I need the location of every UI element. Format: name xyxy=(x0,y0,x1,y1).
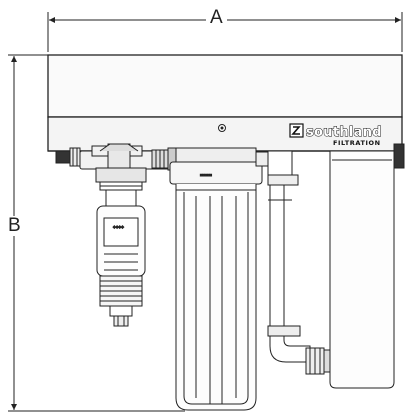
mounting-bracket xyxy=(47,54,403,152)
inlet-fitting xyxy=(55,147,81,167)
brand-subtitle: FILTRATION xyxy=(333,139,381,147)
dimension-b-label: B xyxy=(4,216,25,236)
svg-text:▪▪▪▪▪: ▪▪▪▪▪ xyxy=(200,173,212,177)
brand-name: southland xyxy=(306,125,382,140)
sediment-filter: ◆◆◆◆ xyxy=(95,167,147,327)
valve-head-left xyxy=(79,143,181,171)
filter-head-center: ▪▪▪▪▪ xyxy=(169,147,271,185)
filter-housing-right xyxy=(329,150,395,389)
bypass-pipe xyxy=(267,150,333,375)
svg-text:◆◆◆◆: ◆◆◆◆ xyxy=(113,225,124,229)
dimension-a-label: A xyxy=(206,8,227,28)
filter-housing-center xyxy=(175,184,257,411)
brand-logo: southland FILTRATION xyxy=(289,123,382,147)
outlet-fitting xyxy=(393,143,405,169)
